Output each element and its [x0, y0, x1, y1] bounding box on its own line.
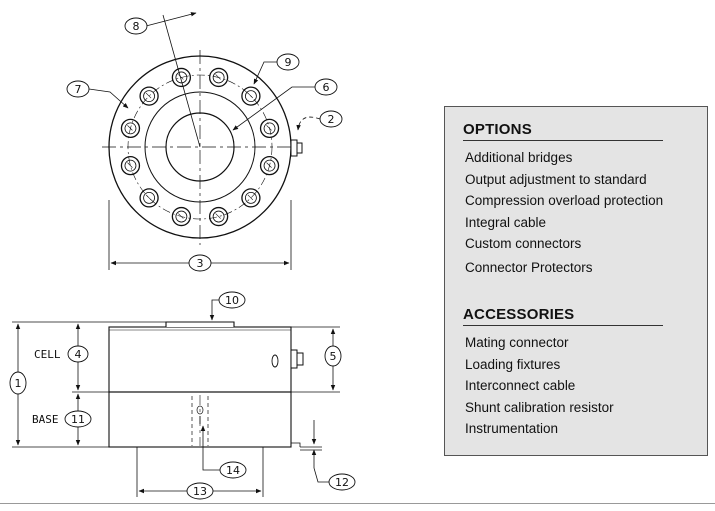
options-item: Additional bridges	[465, 150, 573, 165]
callout-14: 14	[219, 461, 247, 479]
callout-10: 10	[218, 291, 246, 309]
callout-2: 2	[319, 110, 343, 128]
bolt-hole	[241, 86, 261, 106]
callout-7: 7	[66, 80, 90, 98]
svg-text:8: 8	[133, 20, 140, 33]
dimension-3	[108, 200, 292, 270]
accessories-item: Shunt calibration resistor	[465, 399, 614, 415]
top-connector	[290, 139, 303, 157]
bolt-hole	[139, 86, 159, 106]
side-view	[108, 321, 301, 448]
bolt-hole	[120, 118, 141, 139]
callout-9: 9	[276, 53, 300, 71]
callout-1: 1	[9, 371, 27, 395]
accessories-item: Instrumentation	[465, 421, 559, 436]
svg-text:6: 6	[323, 81, 330, 94]
leader-2	[296, 116, 321, 131]
options-item: Integral cable	[465, 214, 547, 230]
side-port	[271, 354, 279, 368]
callout-3: 3	[188, 254, 212, 272]
base-label: BASE	[32, 413, 59, 426]
bolt-hole	[259, 155, 280, 176]
bolt-hole	[171, 206, 192, 227]
base-body	[108, 391, 292, 448]
svg-text:12: 12	[335, 476, 349, 489]
options-item: Connector Protectors	[465, 259, 593, 275]
cell-label: CELL	[34, 348, 61, 361]
leader-6	[232, 86, 315, 131]
svg-text:7: 7	[75, 83, 82, 96]
leader-7	[88, 88, 129, 109]
svg-text:2: 2	[328, 113, 335, 126]
leader-9	[253, 61, 277, 85]
svg-text:11: 11	[71, 413, 85, 426]
svg-text:4: 4	[75, 348, 82, 361]
bolt-hole	[259, 118, 280, 139]
bolt-hole	[139, 188, 159, 208]
accessories-title-rule	[463, 325, 663, 326]
leader-8	[145, 12, 201, 148]
svg-text:13: 13	[193, 485, 207, 498]
svg-text:9: 9	[285, 56, 292, 69]
bolt-hole	[241, 188, 261, 208]
top-view	[102, 50, 300, 245]
accessories-title: ACCESSORIES	[463, 306, 575, 323]
accessories-item: Mating connector	[465, 335, 569, 350]
options-title: OPTIONS	[463, 121, 532, 138]
callout-13: 13	[186, 482, 214, 500]
callout-5: 5	[324, 345, 342, 367]
options-item: Compression overload protection	[465, 193, 664, 208]
side-dimensions	[12, 299, 340, 497]
bolt-hole	[208, 67, 229, 88]
callout-12: 12	[328, 473, 356, 491]
bolt-hole	[171, 67, 192, 88]
accessories-item: Loading fixtures	[465, 356, 561, 372]
top-button	[165, 321, 235, 327]
bolt-hole	[208, 206, 229, 227]
bolt-hole	[120, 155, 141, 176]
options-item: Output adjustment to standard	[465, 171, 647, 187]
callout-6: 6	[314, 78, 338, 96]
bolt-holes	[120, 67, 280, 227]
options-title-rule	[463, 140, 663, 141]
options-item: Custom connectors	[465, 236, 582, 251]
svg-text:1: 1	[15, 377, 22, 390]
options-list: Additional bridges Output adjustment to …	[463, 147, 689, 278]
callout-8: 8	[124, 17, 148, 35]
side-connector	[290, 349, 304, 369]
callout-11: 11	[64, 410, 92, 428]
svg-text:10: 10	[225, 294, 239, 307]
accessories-list: Mating connector Loading fixtures Interc…	[463, 332, 689, 440]
callout-4: 4	[67, 345, 89, 363]
svg-text:14: 14	[226, 464, 240, 477]
base-hole	[191, 396, 209, 446]
bolt-circle	[127, 74, 273, 220]
svg-text:3: 3	[197, 257, 204, 270]
page-bottom-rule	[0, 503, 715, 504]
options-accessories-panel: OPTIONS Additional bridges Output adjust…	[444, 106, 708, 456]
svg-text:5: 5	[330, 350, 337, 363]
accessories-item: Interconnect cable	[465, 378, 576, 393]
cell-body	[108, 326, 292, 393]
